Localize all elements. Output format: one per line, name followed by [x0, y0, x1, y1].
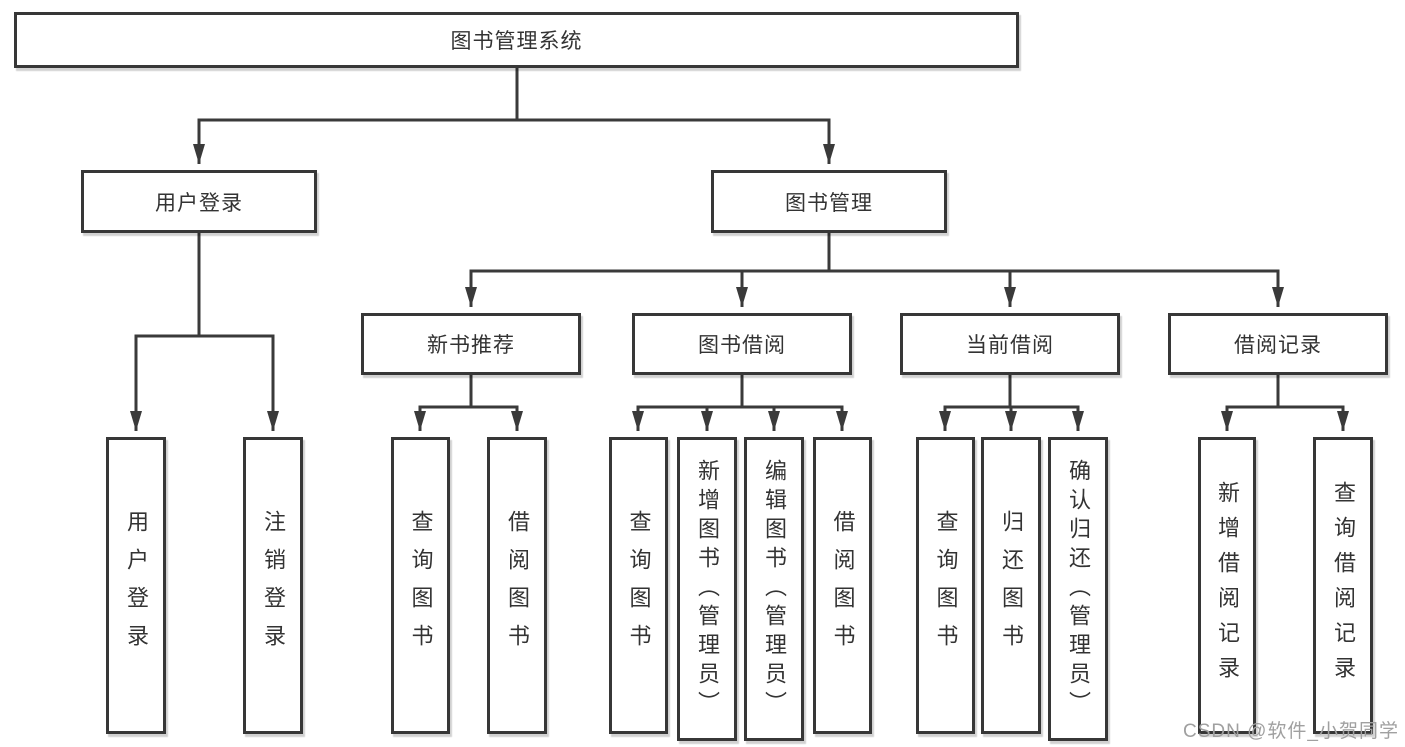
leaf-return-books: 归还图书: [981, 437, 1041, 734]
leaf-logout-label: 注销登录: [261, 509, 286, 662]
leaf-add-books-admin-label: 新增图书（管理员）: [695, 458, 720, 720]
leaf-return-books-label: 归还图书: [999, 509, 1024, 662]
node-borrow-records: 借阅记录: [1168, 313, 1388, 375]
leaf-user-login: 用户登录: [106, 437, 166, 734]
leaf-borrow-books-label: 借阅图书: [830, 509, 856, 662]
connector-borrow: [636, 375, 844, 409]
node-library-system: 图书管理系统: [14, 12, 1019, 68]
node-user-login: 用户登录: [81, 170, 317, 233]
leaf-logout: 注销登录: [243, 437, 303, 734]
csdn-watermark: CSDN @软件_小贺同学: [1183, 721, 1399, 742]
connector-user-login: [134, 233, 275, 338]
leaf-add-borrow-record-label: 新增借阅记录: [1215, 480, 1240, 691]
leaf-user-login-label: 用户登录: [124, 509, 149, 662]
connector-records: [1225, 375, 1345, 409]
connector-book-mgmt: [469, 233, 1280, 273]
leaf-current-query-books-label: 查询图书: [933, 509, 959, 662]
node-current-borrow: 当前借阅: [900, 313, 1120, 375]
leaf-borrow-query-books-label: 查询图书: [626, 509, 652, 662]
leaf-recommend-borrow-books: 借阅图书: [487, 437, 547, 734]
node-new-book-recommend: 新书推荐: [361, 313, 581, 375]
leaf-confirm-return-admin: 确认归还（管理员）: [1048, 437, 1108, 741]
leaf-recommend-borrow-books-label: 借阅图书: [505, 509, 530, 662]
leaf-recommend-query-books: 查询图书: [391, 437, 450, 734]
leaf-current-query-books: 查询图书: [916, 437, 975, 734]
leaf-confirm-return-admin-label: 确认归还（管理员）: [1066, 458, 1091, 720]
leaf-add-books-admin: 新增图书（管理员）: [677, 437, 737, 741]
leaf-edit-books-admin-label: 编辑图书（管理员）: [762, 458, 787, 720]
leaf-borrow-query-books: 查询图书: [609, 437, 668, 734]
node-book-borrow: 图书借阅: [632, 313, 852, 375]
connector-root: [197, 68, 831, 122]
leaf-recommend-query-books-label: 查询图书: [408, 509, 434, 662]
leaf-query-borrow-record-label: 查询借阅记录: [1331, 480, 1356, 691]
connector-new-rec: [418, 375, 519, 409]
leaf-query-borrow-record: 查询借阅记录: [1313, 437, 1373, 734]
connector-current: [943, 375, 1080, 409]
leaf-edit-books-admin: 编辑图书（管理员）: [744, 437, 804, 741]
node-book-management: 图书管理: [711, 170, 947, 233]
leaf-add-borrow-record: 新增借阅记录: [1198, 437, 1256, 734]
leaf-borrow-books: 借阅图书: [813, 437, 872, 734]
